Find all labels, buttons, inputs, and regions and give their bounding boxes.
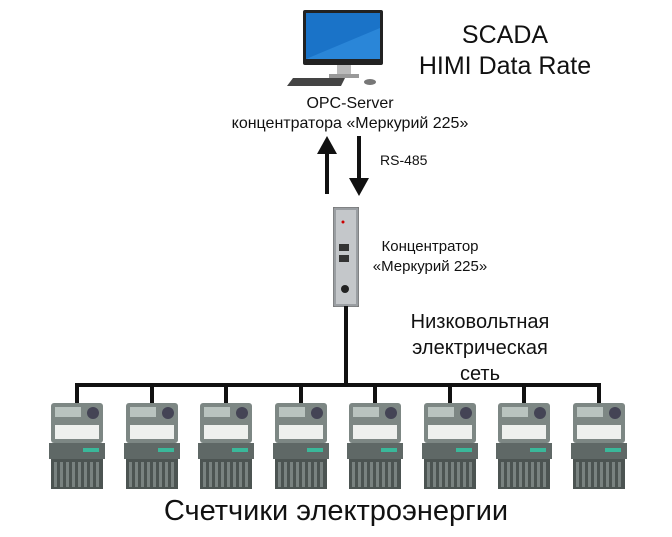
server-label-1: OPC-Server (306, 95, 394, 112)
electricity-meter-icon (571, 403, 627, 489)
bus-line (75, 383, 601, 387)
network-label-1: Низковольтная (410, 311, 550, 333)
meter-drop-line (522, 385, 527, 405)
title-scada: SCADA (461, 21, 549, 49)
meter-drop-line (75, 385, 79, 405)
electricity-meter-icon (272, 403, 329, 489)
meter-drop-line (373, 385, 378, 405)
network-label-2: электрическая (412, 337, 548, 359)
electricity-meter-icon (198, 403, 255, 489)
meter-drop-line (224, 385, 229, 405)
electricity-meter-icon (123, 403, 180, 489)
electricity-meter-icon (347, 403, 404, 489)
electricity-meter-icon (49, 403, 105, 489)
concentrator-feed-line (344, 306, 348, 386)
title-himi: HIMI Data Rate (418, 52, 592, 80)
network-label-3: сеть (459, 363, 501, 385)
concentrator-label-1: Концентратор (381, 238, 479, 255)
meters-caption: Счетчики электроэнергии (163, 495, 509, 527)
concentrator-device-icon (333, 207, 359, 307)
meter-drop-line (149, 385, 154, 405)
rs485-arrows (317, 136, 369, 196)
meter-drop-line (298, 385, 303, 405)
concentrator-label-2: «Меркурий 225» (372, 258, 488, 275)
meter-drop-line (597, 385, 601, 405)
meter-drop-line (447, 385, 452, 405)
electricity-meter-icon (496, 403, 553, 489)
electricity-meter-icon (421, 403, 478, 489)
server-label-2: концентратора «Меркурий 225» (231, 115, 469, 132)
rs485-label: RS-485 (380, 152, 428, 168)
desktop-computer-icon (287, 10, 383, 86)
